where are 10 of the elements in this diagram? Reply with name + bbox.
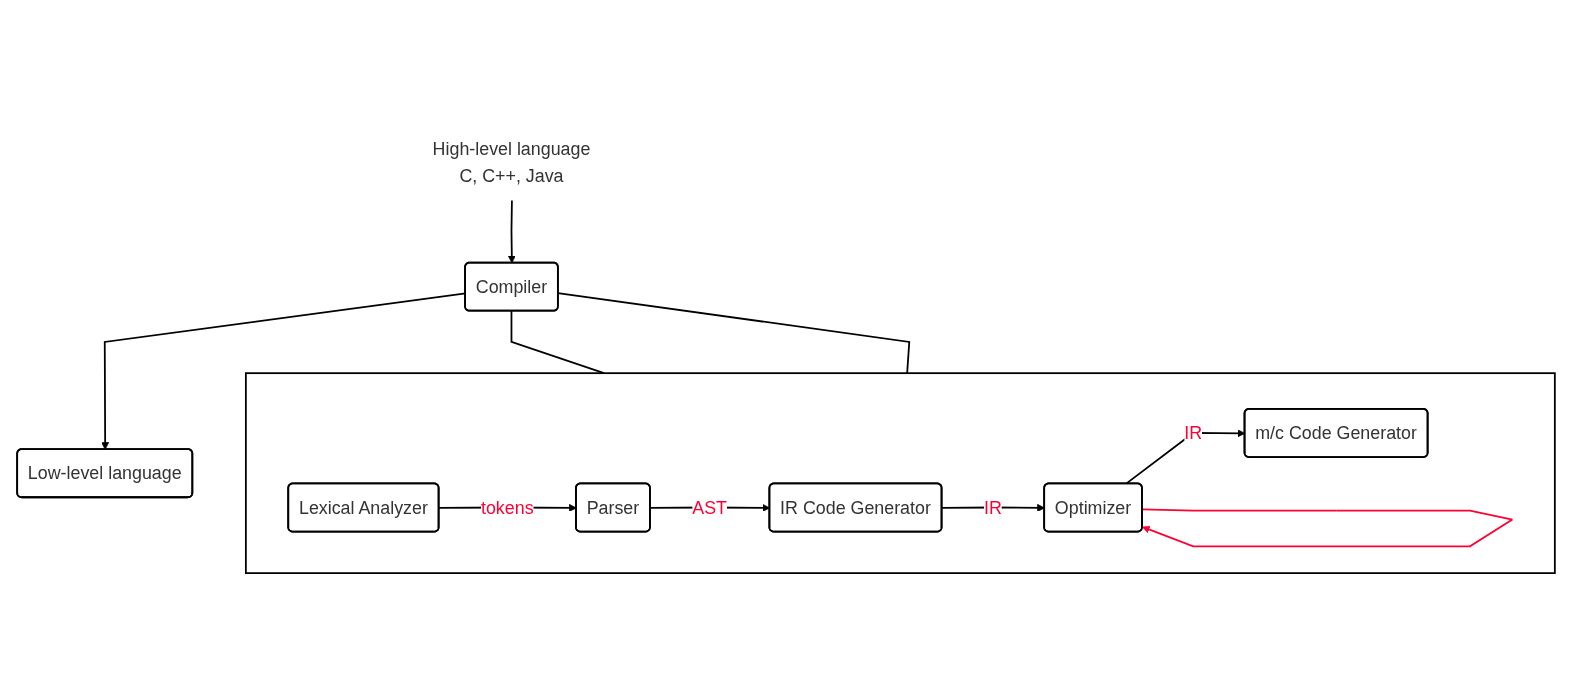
arrow <box>507 200 516 264</box>
edge-label: tokens <box>480 498 534 518</box>
cluster <box>245 372 1556 575</box>
edge-label: IR <box>983 498 1002 518</box>
arrow <box>1141 508 1514 548</box>
node-text: High-level language C, C++, Java <box>432 139 591 187</box>
edge-label: IR <box>1184 423 1203 444</box>
connector <box>510 310 605 375</box>
edge-label: AST <box>692 498 728 518</box>
connector <box>557 292 911 375</box>
